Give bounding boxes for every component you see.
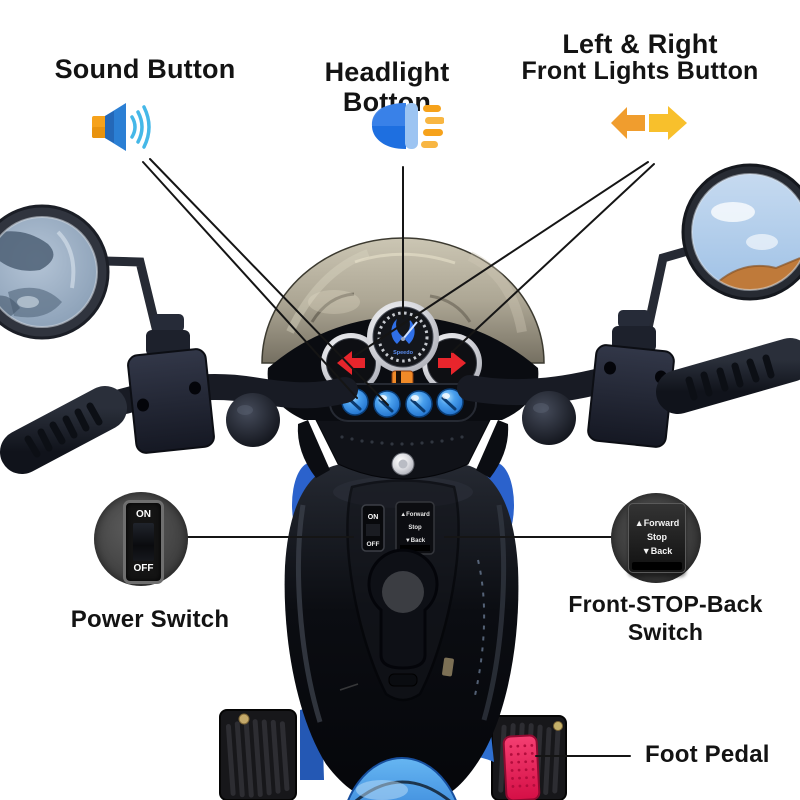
sound-button-3[interactable] [405,390,433,418]
annotation-line-lights-left [352,161,649,358]
sound-button-label: Sound Button [54,54,236,84]
left-arrow-glyph [337,351,365,375]
speedometer-gauge: Speedo [367,301,439,373]
axle-pin [553,721,563,731]
left-right-arrows-icon [610,102,688,149]
tank-back-text: ▼Back [405,538,426,544]
left-mirror-clamp [99,256,215,454]
left-mirror [0,204,110,340]
gauge-label-text: Speedo [393,350,414,356]
tank-on-text: ON [368,514,379,521]
rocker-middle [133,523,154,561]
power-on-text: ON [136,509,151,520]
steering-yoke [297,419,509,480]
tank-off-text: OFF [367,541,380,548]
annotation-line-sound-1 [142,161,358,399]
foot-pedal[interactable] [502,734,541,800]
direction-switch-label-line2: Switch [627,619,704,645]
tank-direction-switch[interactable]: ▲Forward Stop ▼Back [395,501,435,555]
handlebar-assembly [0,243,800,474]
side-graphic [473,559,486,701]
front-lights-label-line2: Front Lights Button [521,57,759,85]
power-rocker-switch[interactable]: ON OFF [123,500,164,584]
right-arrow-glyph [438,351,466,375]
direction-switch-panel[interactable]: ▲Forward Stop ▼Back [628,503,686,573]
left-handlebar-grip[interactable] [0,386,127,474]
right-dash-pod [522,391,576,445]
annotation-line-lights-right [451,163,655,353]
annotation-lines [142,158,655,757]
sound-button-4[interactable] [436,388,464,416]
left-dash-pod [226,393,280,447]
direction-stop-text: Stop [647,532,667,543]
fuel-tank: ON OFF ▲Forward Stop ▼Back [284,457,519,800]
headlight-icon [366,100,445,159]
start-button[interactable] [382,571,424,613]
right-mirror-clamp [587,243,703,448]
keyhole-recess [367,548,439,687]
tank-forward-text: ▲Forward [400,512,430,518]
sound-buttons-bar [329,383,477,422]
foot-pedal-label: Foot Pedal [645,741,770,768]
right-mirror [681,163,800,301]
axle-pin [238,713,250,725]
gauge-needle [402,321,418,340]
front-lights-label-line1: Left & Right [562,29,718,59]
annotation-line-sound-2 [149,158,389,406]
left-floorboard [219,709,297,800]
tank-power-switch[interactable]: ON OFF [361,504,385,552]
left-mirror-stem [99,256,162,337]
direction-back-text: ▼Back [641,545,673,556]
power-off-text: OFF [133,563,154,574]
direction-switch-callout: ▲Forward Stop ▼Back [611,493,701,583]
direction-forward-text: ▲Forward [634,518,680,529]
direction-switch-label-line1: Front-STOP-Back [568,591,763,617]
tank-stop-text: Stop [408,525,422,531]
power-switch-label: Power Switch [70,606,230,633]
power-switch-callout: ON OFF [94,492,188,586]
right-handlebar-grip[interactable] [656,338,800,414]
speaker-icon [90,98,156,161]
